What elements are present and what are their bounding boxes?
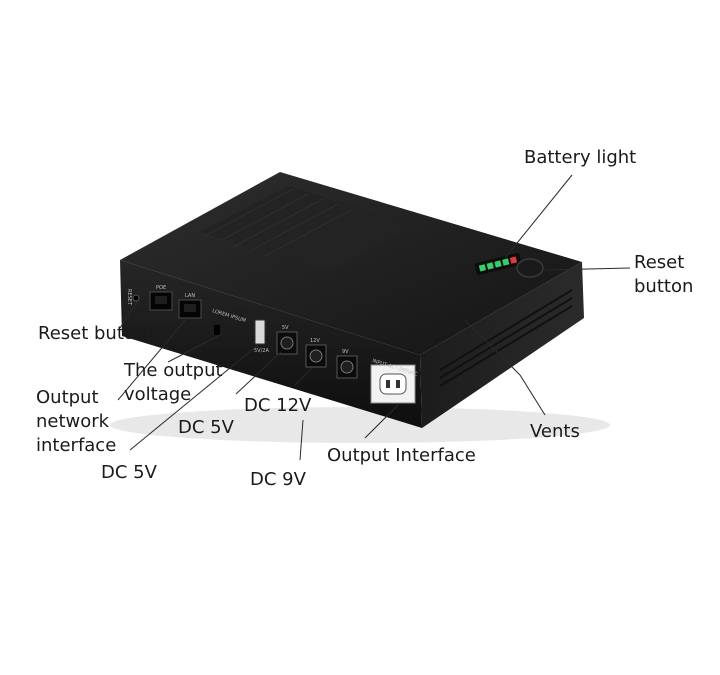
print-reset: RESET — [126, 289, 132, 306]
label-output-voltage-2: voltage — [124, 384, 192, 405]
label-output-interface: Output Interface — [327, 445, 476, 466]
label-dc9: DC 9V — [250, 469, 306, 490]
print-usb: 5V/2A — [254, 348, 269, 354]
side-vents — [439, 289, 573, 387]
label-reset-right-1: Reset — [634, 252, 685, 273]
label-battery-light: Battery light — [524, 147, 637, 168]
top-reset-button-icon — [516, 258, 544, 278]
label-dc5-lower: DC 5V — [101, 462, 157, 483]
label-dc12: DC 12V — [244, 395, 312, 416]
switch-icon — [214, 325, 220, 335]
print-9v: 9V — [342, 349, 349, 355]
battery-led-icon — [478, 256, 518, 272]
usb-port-icon — [254, 319, 266, 345]
print-5v: 5V — [282, 325, 289, 331]
label-dc5-upper: DC 5V — [178, 417, 234, 438]
label-reset-right-2: button — [634, 276, 694, 297]
print-poe: POE — [156, 285, 166, 291]
callout-lines — [117, 174, 631, 461]
top-ridges — [204, 188, 354, 257]
device-top-panel — [200, 186, 415, 272]
poe-port-inner — [155, 296, 167, 304]
lan-port-inner — [184, 304, 196, 312]
label-vents: Vents — [530, 421, 580, 442]
label-output-voltage-1: The output — [124, 360, 223, 381]
label-network-1: Output — [36, 387, 99, 408]
print-lan: LAN — [185, 293, 195, 299]
print-12v: 12V — [310, 338, 320, 344]
label-reset-left: Reset button — [38, 323, 154, 344]
device-shadow — [110, 407, 610, 443]
device-side-face — [420, 262, 584, 428]
reset-hole-icon — [132, 294, 140, 302]
label-network-2: network — [36, 411, 110, 432]
label-network-3: interface — [36, 435, 117, 456]
